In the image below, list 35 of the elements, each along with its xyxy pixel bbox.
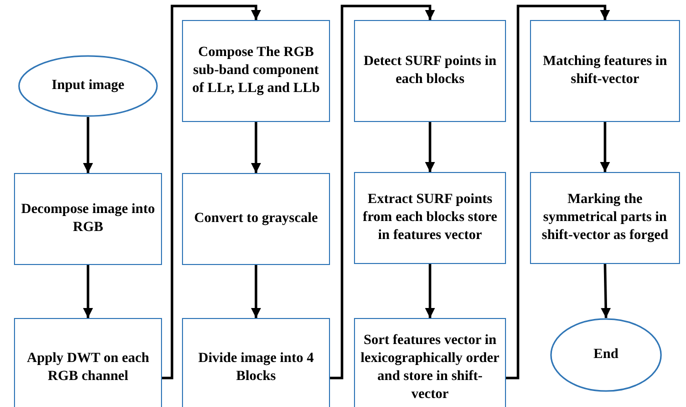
node-label: Divide image into 4 Blocks [197,350,315,386]
process-box [182,173,330,265]
node-label: Decompose image into RGB [20,201,156,237]
process-box [14,318,162,407]
arrow [251,122,261,173]
arrow [506,4,610,380]
node-label: Detect SURF points in each blocks [362,53,498,89]
arrow [83,117,93,173]
process-box [354,20,506,122]
node-label: Convert to grayscale [193,210,319,228]
process-box [354,172,506,264]
node-label: Matching features in shift-vector [542,53,668,89]
arrow [425,264,435,318]
arrow [330,4,435,380]
node-label: Extract SURF points from each blocks store in features vector [362,191,498,245]
node-label: Sort features vector in lexicographically order and store in shift-vector [360,332,500,404]
process-box [182,20,330,122]
node-label: Compose The RGB sub-band component of LLr, LLg and LLb [191,44,321,98]
process-box [530,172,680,264]
terminal-ellipse [550,318,662,392]
node-label: Apply DWT on each RGB channel [26,350,150,386]
process-box [182,318,330,407]
node-label: Input image [50,77,126,95]
process-box [14,173,162,265]
arrow [162,4,261,380]
arrow [83,265,93,318]
process-box [354,318,506,407]
terminal-ellipse [18,55,158,117]
arrow [600,264,611,318]
process-box [530,20,680,122]
node-label: End [592,346,620,364]
arrow [425,122,435,172]
arrow [251,265,261,318]
node-label: Marking the symmetrical parts in shift-vector as forged [540,191,670,245]
arrow [600,122,610,172]
